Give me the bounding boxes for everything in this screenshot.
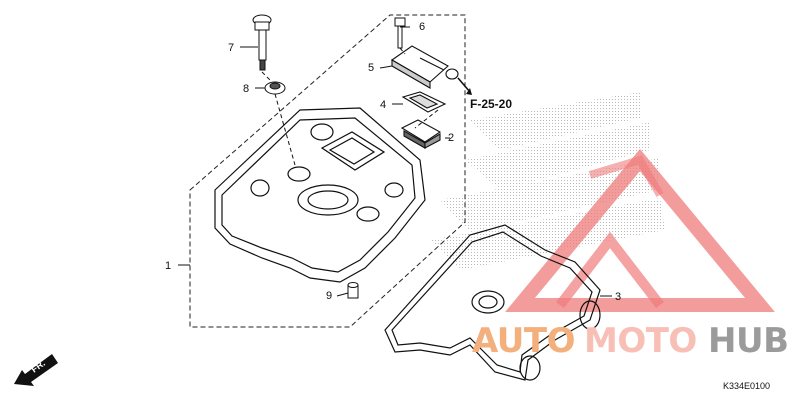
breather-seal bbox=[401, 91, 447, 113]
callout-4: 4 bbox=[380, 99, 386, 111]
callout-9: 9 bbox=[326, 290, 332, 302]
reference-label: F-25-20 bbox=[470, 97, 512, 111]
callout-2: 2 bbox=[448, 132, 454, 144]
diagram-code: K334E0100 bbox=[723, 381, 770, 391]
bolt-6 bbox=[394, 17, 406, 49]
front-arrow-indicator: FR. bbox=[14, 354, 58, 386]
cylinder-head-cover bbox=[214, 107, 426, 283]
assembly-dashed-frame bbox=[189, 14, 466, 328]
background-wing-logo bbox=[430, 92, 665, 270]
watermark-text: AUTO MOTO HUB bbox=[472, 321, 789, 361]
callout-7: 7 bbox=[228, 42, 234, 54]
leader-lines bbox=[178, 26, 612, 297]
callout-5: 5 bbox=[368, 62, 374, 74]
reference-arrow bbox=[457, 77, 472, 95]
watermark-triangle bbox=[505, 149, 775, 312]
callout-8: 8 bbox=[243, 83, 249, 95]
breather-cover bbox=[390, 45, 459, 89]
callout-1: 1 bbox=[165, 260, 171, 272]
watermark-auto: AUTO bbox=[472, 321, 575, 361]
washer-8 bbox=[264, 81, 286, 95]
bolt-7 bbox=[252, 14, 272, 71]
callout-3: 3 bbox=[615, 291, 621, 303]
head-cover-gasket bbox=[384, 224, 601, 381]
dowel-pin-9 bbox=[347, 282, 359, 299]
watermark-moto: MOTO bbox=[584, 321, 697, 361]
breather-separator bbox=[400, 119, 442, 149]
callout-6: 6 bbox=[419, 21, 425, 33]
watermark-hub: HUB bbox=[708, 321, 788, 361]
